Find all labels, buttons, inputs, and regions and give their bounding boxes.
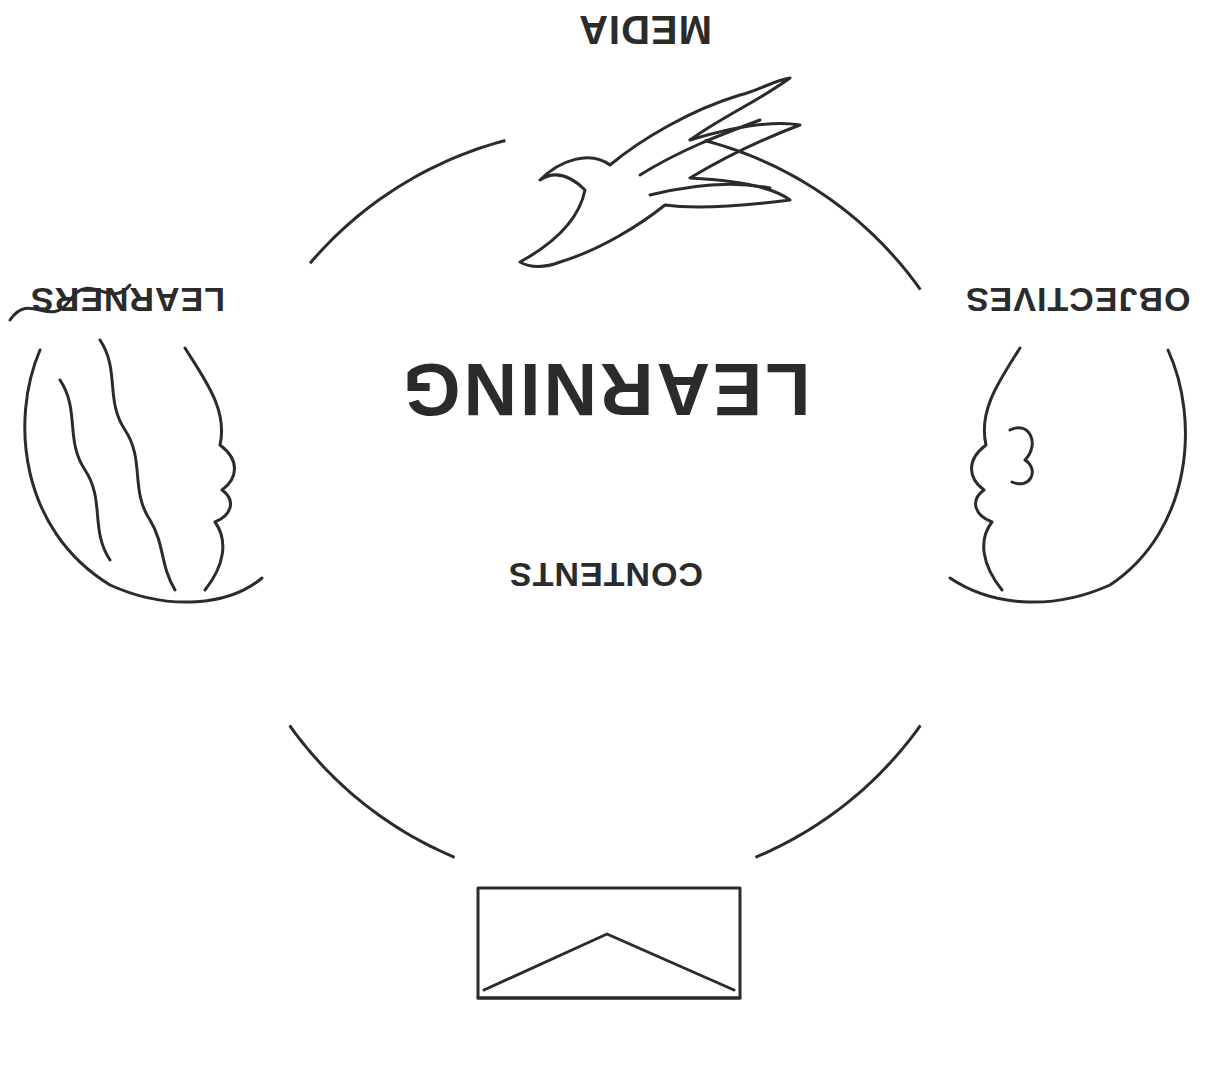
label-holder: MEDIA [578, 8, 712, 52]
envelope-icon [478, 888, 740, 998]
dove-wing-line [650, 184, 770, 195]
dove-icon [520, 78, 800, 267]
envelope-flap [484, 934, 734, 990]
center-title: LEARNING [400, 349, 810, 430]
node-text-holder: LEARNING [400, 349, 810, 430]
media-label: MEDIA [578, 8, 712, 52]
objectives-label: OBJECTIVES [965, 281, 1190, 318]
circle-outline [215, 120, 995, 895]
circle-arc [705, 140, 921, 289]
envelope-line [478, 997, 740, 1000]
label-holder: OBJECTIVES [965, 281, 1190, 318]
label-holder: LEARNERS [30, 281, 225, 318]
contents-label: CONTENTS [508, 556, 703, 593]
circle-arc [290, 725, 455, 857]
face-profile [25, 350, 262, 602]
circle-arc [755, 725, 920, 857]
dove-wing-line [640, 120, 760, 175]
ear-line [1010, 428, 1032, 484]
learning-circle: LEARNING [215, 120, 995, 895]
face-profile [185, 348, 235, 590]
hair-line [60, 380, 110, 560]
face-profile [972, 348, 1021, 590]
label-holder: CONTENTS [508, 556, 703, 593]
learners-label: LEARNERS [30, 281, 225, 318]
face-profile [950, 350, 1185, 602]
hair-line [100, 340, 175, 590]
circle-arc [310, 140, 505, 263]
